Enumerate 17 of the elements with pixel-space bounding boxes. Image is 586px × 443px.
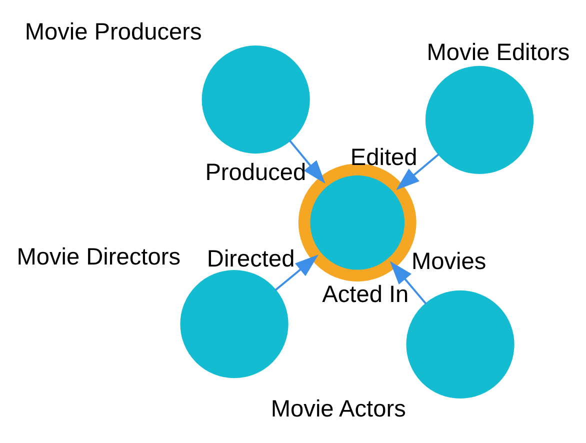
edge-label: Edited — [350, 143, 418, 170]
node-label: Movie Editors — [426, 38, 570, 65]
arrow — [274, 254, 318, 291]
node-circle — [180, 270, 288, 378]
node-label: Movie Actors — [270, 394, 406, 421]
arrow — [396, 152, 440, 190]
node-label: Movie Producers — [24, 18, 202, 44]
node-label: Movie Directors — [16, 242, 181, 269]
node-circle — [406, 290, 514, 398]
node-label: Movies — [411, 247, 486, 274]
arrow — [390, 260, 427, 304]
edge-label: Produced — [205, 158, 306, 185]
edge-label: Acted In — [322, 280, 409, 307]
node-circle — [202, 44, 310, 154]
node-circle — [425, 65, 534, 174]
arrow — [288, 139, 326, 184]
edge-label: Directed — [206, 244, 295, 271]
